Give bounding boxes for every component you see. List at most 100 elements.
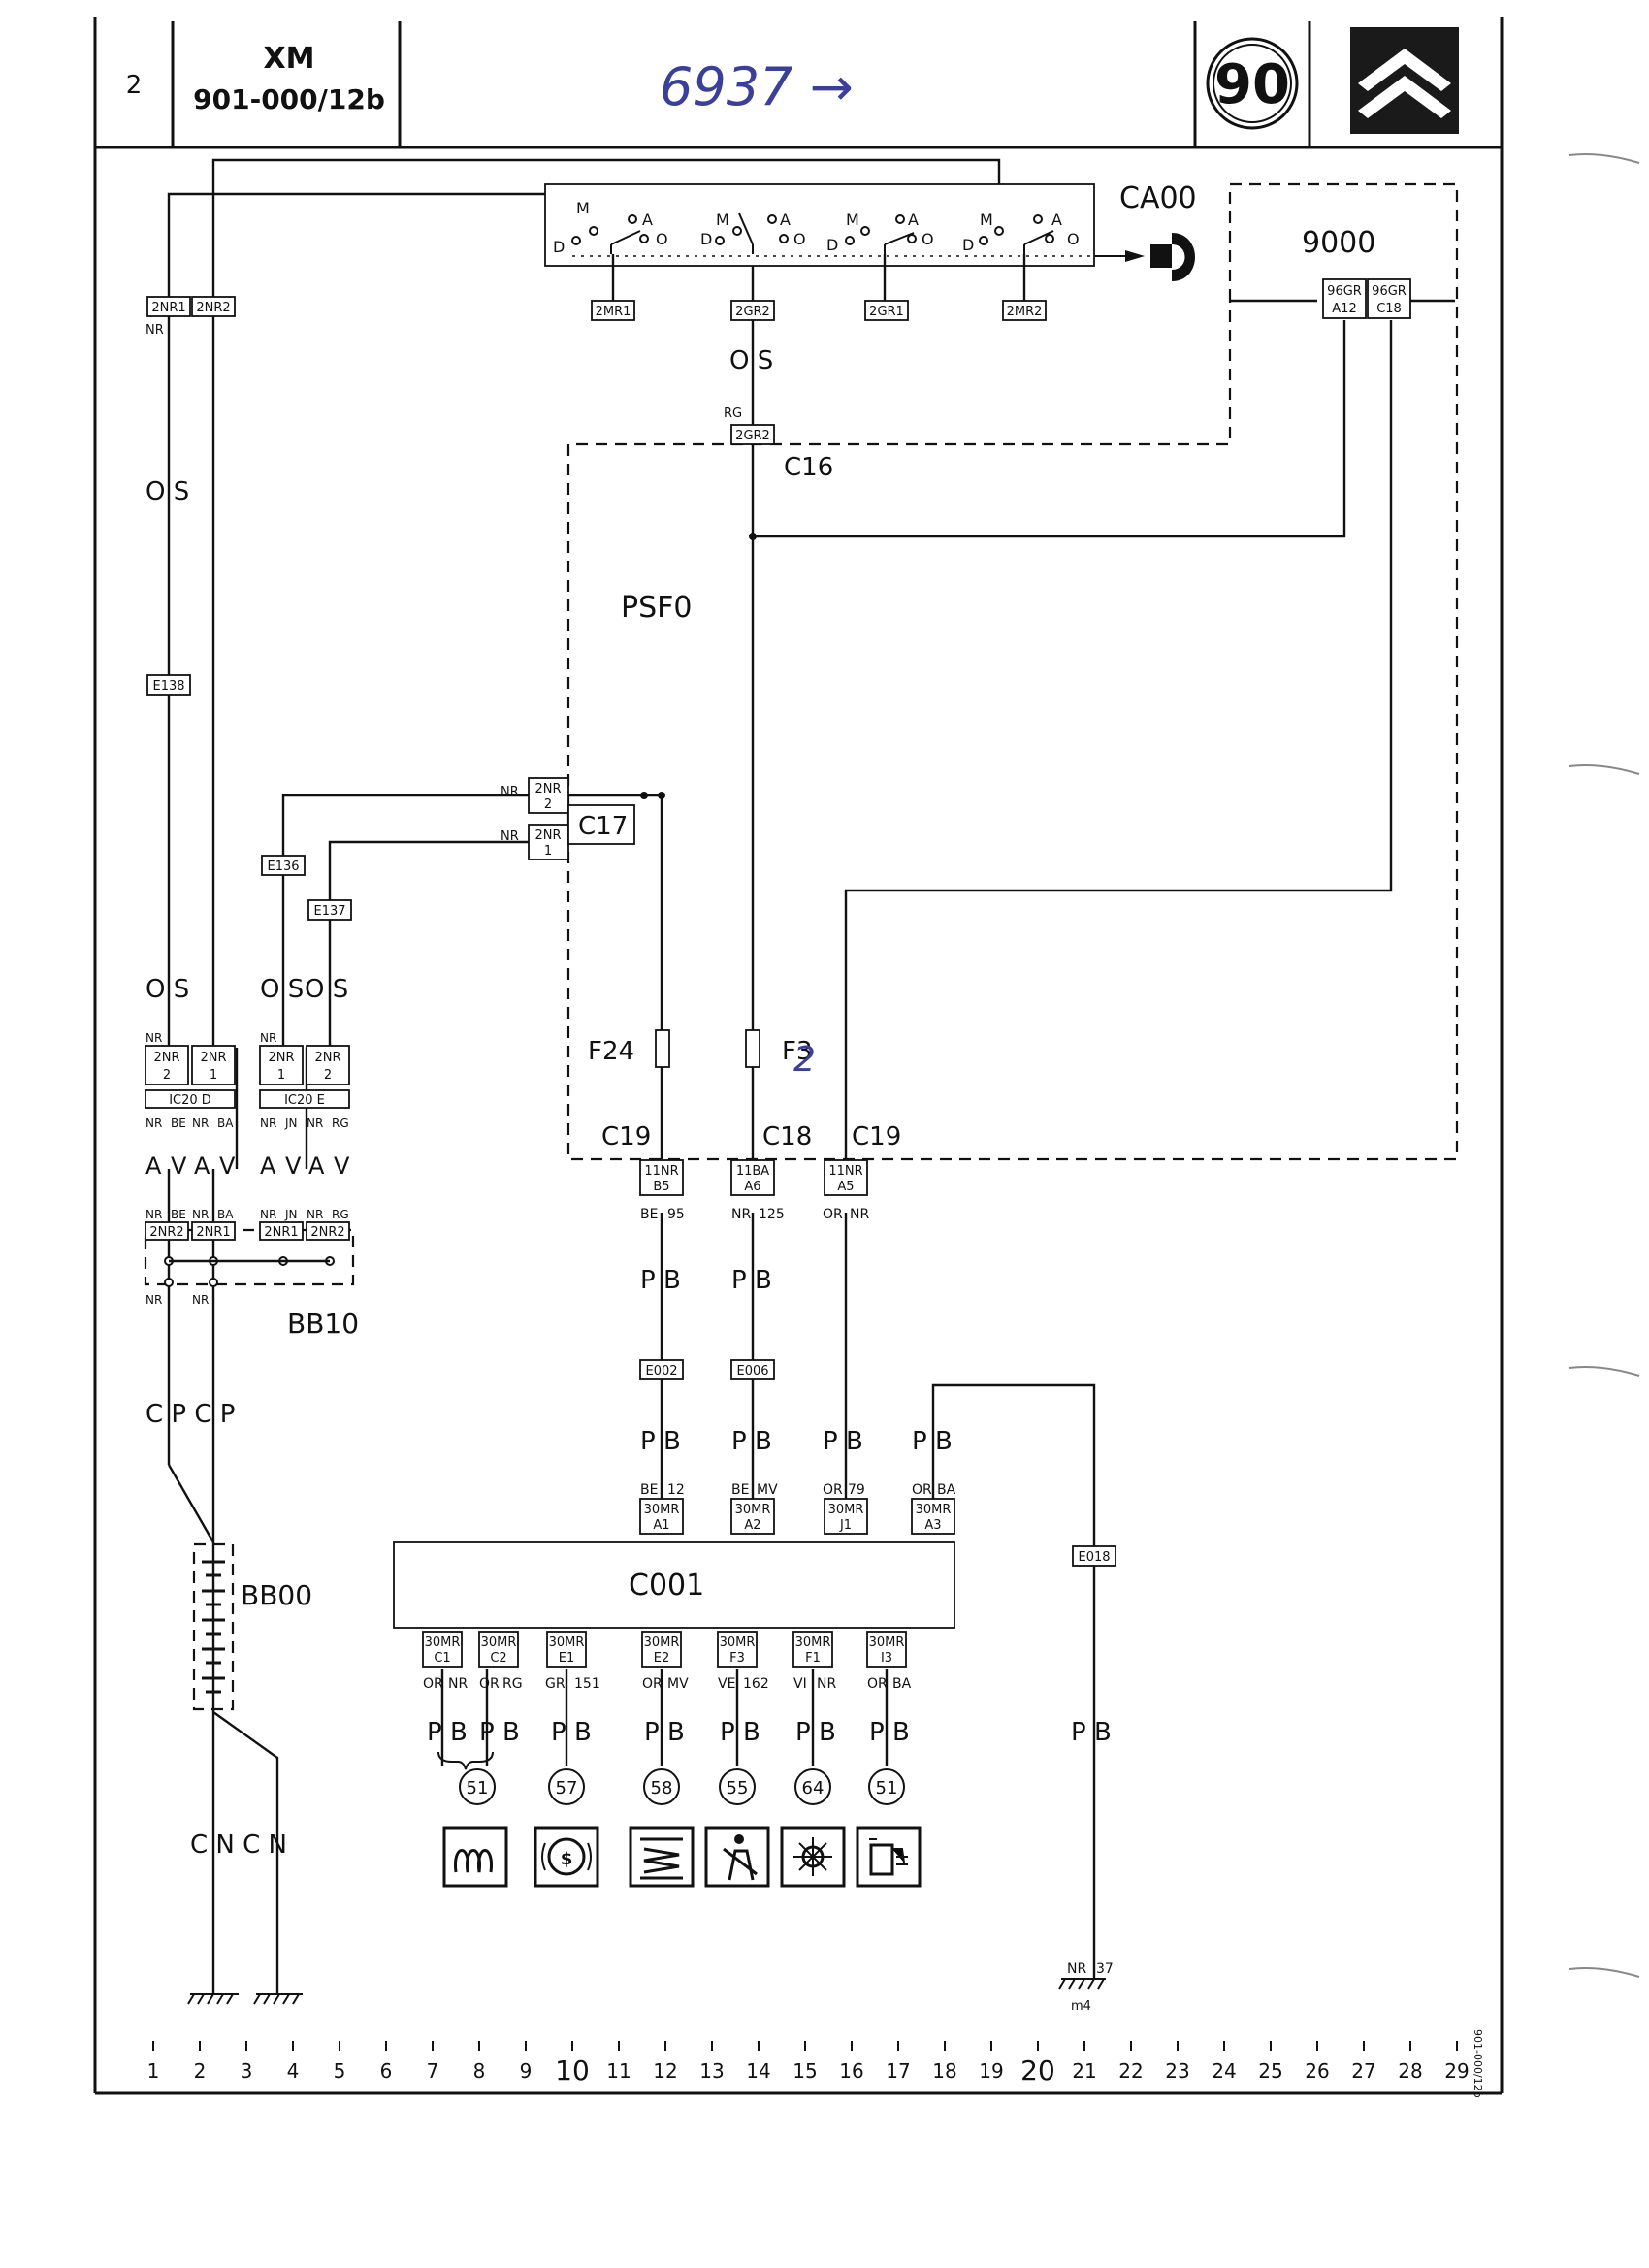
reference-circles — [459, 1768, 905, 1805]
wire-color: RG — [332, 1117, 349, 1130]
wire-number: RG — [502, 1676, 523, 1692]
connector-e018 — [1072, 1545, 1116, 1567]
battery-icon — [202, 1560, 225, 1694]
wire-cn: C N C N — [190, 1831, 287, 1860]
pin-line1: 30MR — [549, 1636, 585, 1650]
switch-letter: M — [846, 211, 859, 229]
wire-color: NR — [731, 1207, 751, 1222]
connector-label: E018 — [1078, 1550, 1110, 1565]
pin-line2: A1 — [653, 1518, 669, 1533]
model-label: XM — [264, 42, 315, 76]
wire-number: 162 — [743, 1676, 769, 1692]
wire-pb: P B — [869, 1718, 910, 1747]
connector-label: 2GR2 — [735, 429, 770, 443]
wire-color: NR — [501, 829, 519, 844]
ignition-switch: M A D O M A D O M A D O M A D O — [544, 183, 1145, 267]
wire-color: JN — [284, 1208, 298, 1221]
psf-label: PSF0 — [621, 591, 692, 625]
ic20-pin: 2NR2 — [145, 1045, 189, 1085]
suspension-icon — [629, 1826, 695, 1888]
dash-out-pin: 30MR F1 — [792, 1631, 833, 1668]
wire-os: O S — [146, 975, 189, 1004]
pin-line1: 30MR — [916, 1503, 952, 1517]
wire-av: A — [260, 1152, 276, 1180]
bb10-pin — [259, 1221, 304, 1241]
scale-number: 27 — [1351, 2059, 1375, 2083]
scale-number: 20 — [1020, 2055, 1055, 2087]
page-badge: 90 — [1214, 53, 1290, 116]
svg-text:1: 1 — [210, 1068, 217, 1083]
wire-av: V — [334, 1152, 350, 1180]
wire-av: V — [219, 1152, 236, 1180]
switch-letter: A — [642, 211, 653, 229]
wire-color: BE — [731, 1482, 749, 1498]
dash-in-pin: 30MR A2 — [730, 1498, 775, 1535]
document-code: 901-000/12b — [193, 83, 385, 115]
wire-number: 95 — [667, 1207, 685, 1222]
c19-label: C19 — [601, 1122, 651, 1151]
connector-label: 2GR1 — [869, 305, 904, 319]
wire-color: NR — [307, 1208, 323, 1221]
switch-letter: O — [922, 230, 934, 248]
wire-color: NR — [146, 1293, 162, 1307]
scale-number: 5 — [334, 2059, 346, 2083]
switch-letter: D — [826, 236, 838, 254]
wire-color: OR — [423, 1676, 443, 1692]
switch-letter: M — [576, 199, 590, 217]
wire-number: MV — [667, 1676, 689, 1692]
ic20-d-box — [145, 1089, 236, 1109]
wire-pb: P B — [644, 1718, 685, 1747]
reference-number: 57 — [556, 1778, 578, 1798]
scale-number: 21 — [1072, 2059, 1096, 2083]
ecu-pin: 96GR A12 — [1322, 278, 1367, 319]
connector-label: E137 — [313, 904, 345, 919]
wire-color: OR — [642, 1676, 663, 1692]
scale-number: 2 — [194, 2059, 207, 2083]
wire-color: BA — [217, 1208, 234, 1221]
fuse-f3 — [745, 1029, 760, 1068]
ignition-switch-label: CA00 — [1119, 181, 1197, 215]
wire-number: MV — [757, 1482, 778, 1498]
wire-pb: P B — [551, 1718, 592, 1747]
ic20-pin: 2NR1 — [191, 1045, 236, 1085]
connector-e136 — [261, 855, 306, 876]
connector-e006 — [730, 1359, 775, 1380]
page-frame — [93, 17, 1504, 2095]
scale-number: 24 — [1212, 2059, 1236, 2083]
bb10-pin — [145, 1221, 189, 1241]
wire-os-center: O S — [729, 346, 773, 375]
scale-number: 28 — [1398, 2059, 1422, 2083]
c17-pin: 2NR 1 — [528, 824, 569, 860]
fuel-level-icon — [856, 1826, 922, 1888]
wire-color: JN — [284, 1117, 298, 1130]
connector-c16 — [730, 424, 775, 445]
connector-2gr1 — [864, 300, 909, 321]
wire-color: NR — [192, 1117, 209, 1130]
pin-line1: 30MR — [644, 1636, 680, 1650]
wire-pb: P B — [640, 1427, 681, 1456]
c18-a6-pin: 11BA A6 — [730, 1159, 775, 1196]
ground-icon — [253, 1993, 303, 2005]
c19-b5-pin: 11NR B5 — [639, 1159, 684, 1196]
switch-letter: D — [962, 236, 974, 254]
pin-line2: A6 — [744, 1180, 760, 1194]
c19-a5-pin: 11NR A5 — [824, 1159, 868, 1196]
scale-number: 29 — [1444, 2059, 1469, 2083]
switch-letter: O — [1067, 230, 1080, 248]
connector-label: 2GR2 — [735, 305, 770, 319]
svg-text:2NR: 2NR — [314, 1051, 340, 1065]
dashed-zones — [144, 182, 1459, 1711]
ic20-d-label: IC20 D — [169, 1093, 211, 1108]
wire-color: RG — [332, 1208, 349, 1221]
page-badge-circle — [1206, 37, 1299, 130]
ic20-pin: 2NR1 — [259, 1045, 304, 1085]
scale-number: 3 — [241, 2059, 253, 2083]
scale-number: 17 — [886, 2059, 910, 2083]
bb10-pin — [191, 1221, 236, 1241]
scale-number: 22 — [1118, 2059, 1143, 2083]
connector-2nr1-top — [146, 296, 191, 317]
ecu-pin-line1: 96GR — [1372, 284, 1406, 299]
c18-label: C18 — [762, 1122, 812, 1151]
wire-number: NR — [817, 1676, 836, 1692]
